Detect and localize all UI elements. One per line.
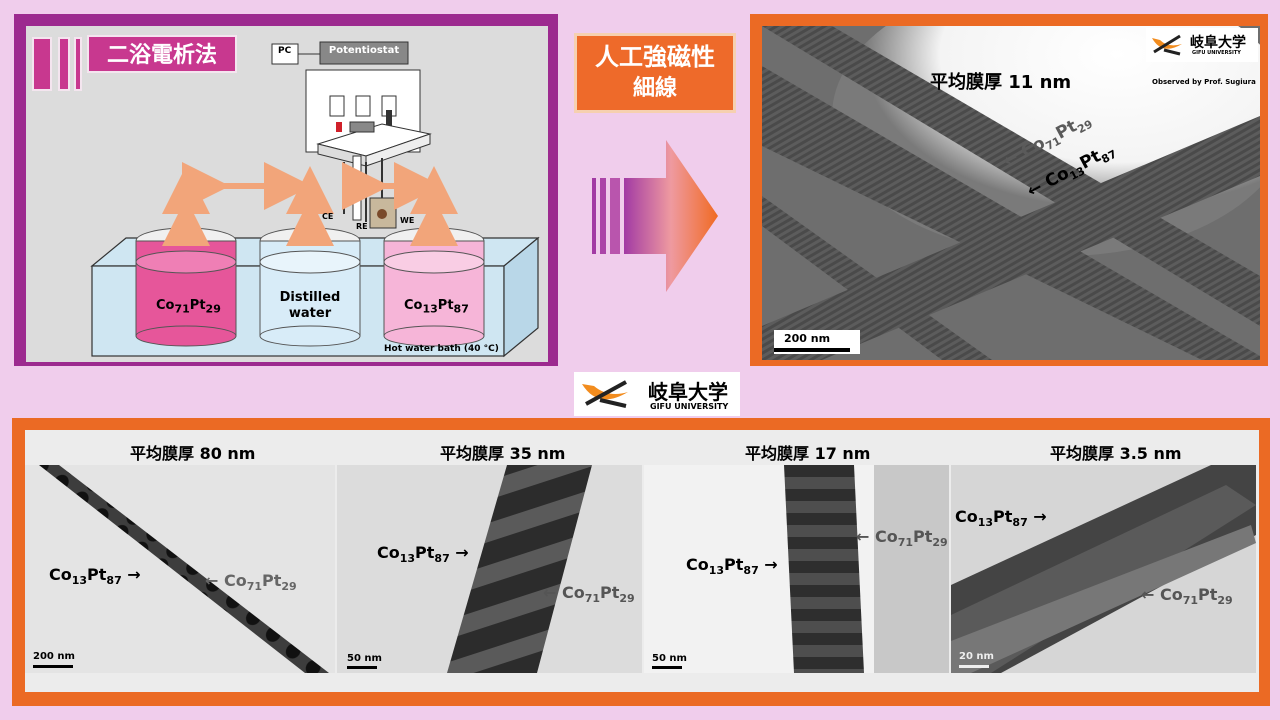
caption-box: 人工強磁性 細線 bbox=[574, 33, 736, 113]
gifu-logo-icon bbox=[1152, 34, 1182, 56]
tile-title-17nm: 平均膜厚 17 nm bbox=[745, 444, 871, 463]
tile-35nm-wire bbox=[447, 465, 592, 673]
logo-en: GIFU UNIVERSITY bbox=[1192, 50, 1241, 56]
potentiostat-label: Potentiostat bbox=[328, 45, 400, 56]
we-label: WE bbox=[400, 216, 415, 225]
tem-tile-17nm: Co13Pt87 → ← Co71Pt29 50 nm bbox=[644, 465, 949, 673]
logo-kanji: 岐阜大学 bbox=[648, 380, 728, 404]
scale-label-tile2: 50 nm bbox=[347, 653, 382, 664]
label-co13pt87-tile3: Co13Pt87 → bbox=[686, 555, 778, 578]
scale-label-tile1: 200 nm bbox=[33, 651, 75, 662]
scale-bar-tile2 bbox=[347, 666, 377, 669]
tem-bottom-panel: 平均膜厚 80 nm 平均膜厚 35 nm 平均膜厚 17 nm 平均膜厚 3.… bbox=[12, 418, 1270, 706]
tile-title-35nm: 平均膜厚 35 nm bbox=[440, 444, 566, 463]
scale-bar-tile4 bbox=[959, 665, 989, 668]
logo-en: GIFU UNIVERSITY bbox=[650, 402, 729, 411]
tile-3p5nm-wire bbox=[951, 465, 1256, 673]
label-co71pt29-tile3: ← Co71Pt29 bbox=[856, 527, 948, 550]
re-label: RE bbox=[356, 222, 368, 231]
caption-line1: 人工強磁性 bbox=[595, 43, 715, 71]
title-stripe-2 bbox=[58, 37, 70, 91]
tile-title-3p5nm: 平均膜厚 3.5 nm bbox=[1050, 444, 1182, 463]
scale-label-tile3: 50 nm bbox=[652, 653, 687, 664]
setup-title: 二浴電析法 bbox=[87, 35, 237, 73]
label-co71pt29-tile2: ← Co71Pt29 bbox=[543, 583, 635, 606]
big-arrow-icon bbox=[592, 140, 718, 292]
label-co13pt87-tile2: Co13Pt87 → bbox=[377, 543, 469, 566]
tem-tile-3p5nm: Co13Pt87 → ← Co71Pt29 20 nm bbox=[951, 465, 1256, 673]
tem-top-wires bbox=[762, 26, 1260, 360]
observed-by-label: Observed by Prof. Sugiura bbox=[1152, 78, 1256, 86]
setup-panel: PC Potentiostat CE RE WE Hot water bath … bbox=[14, 14, 558, 366]
scale-bar-tile1 bbox=[33, 665, 73, 668]
logo-kanji: 岐阜大学 bbox=[1190, 35, 1246, 51]
title-stripe-3 bbox=[74, 37, 82, 91]
tile-80nm-wire bbox=[39, 465, 329, 673]
tile-title-80nm: 平均膜厚 80 nm bbox=[130, 444, 256, 463]
title-stripe-1 bbox=[32, 37, 52, 91]
beaker-label-co13pt87: Co13Pt87 bbox=[404, 298, 469, 316]
label-co13pt87-tile1: Co13Pt87 → bbox=[49, 565, 141, 588]
caption-line2: 細線 bbox=[632, 76, 677, 101]
tile-17nm-wire bbox=[784, 465, 949, 673]
ce-label: CE bbox=[322, 212, 334, 221]
tem-top-scale-bar bbox=[774, 348, 850, 352]
tem-tile-80nm: Co13Pt87 → ← Co71Pt29 200 nm bbox=[25, 465, 335, 673]
tem-top-image: 平均膜厚 11 nm Observed by Prof. Sugiura ← C… bbox=[762, 26, 1260, 360]
tem-top-scale-label: 200 nm bbox=[784, 332, 831, 345]
gifu-logo-icon bbox=[582, 380, 628, 408]
tem-bottom-strip: 平均膜厚 80 nm 平均膜厚 35 nm 平均膜厚 17 nm 平均膜厚 3.… bbox=[25, 430, 1259, 692]
pc-label: PC bbox=[278, 46, 292, 56]
bath-label: Hot water bath (40 °C) bbox=[384, 344, 499, 354]
logo-center: 岐阜大学 GIFU UNIVERSITY bbox=[574, 372, 740, 416]
logo-small: 岐阜大学 GIFU UNIVERSITY bbox=[1146, 28, 1258, 62]
label-co13pt87-tile4: Co13Pt87 → bbox=[955, 507, 1047, 530]
setup-illustration bbox=[90, 41, 540, 358]
tem-top-panel: 平均膜厚 11 nm Observed by Prof. Sugiura ← C… bbox=[750, 14, 1268, 366]
tem-tile-35nm: Co13Pt87 → ← Co71Pt29 50 nm bbox=[337, 465, 642, 673]
scale-label-tile4: 20 nm bbox=[959, 651, 994, 662]
label-co71pt29-tile1: ← Co71Pt29 bbox=[205, 571, 297, 594]
beaker-label-co71pt29: Co71Pt29 bbox=[156, 298, 221, 316]
label-co71pt29-tile4: ← Co71Pt29 bbox=[1141, 585, 1233, 608]
scale-bar-tile3 bbox=[652, 666, 682, 669]
tem-top-title: 平均膜厚 11 nm bbox=[930, 72, 1072, 93]
setup-diagram: PC Potentiostat CE RE WE Hot water bath … bbox=[26, 26, 548, 362]
